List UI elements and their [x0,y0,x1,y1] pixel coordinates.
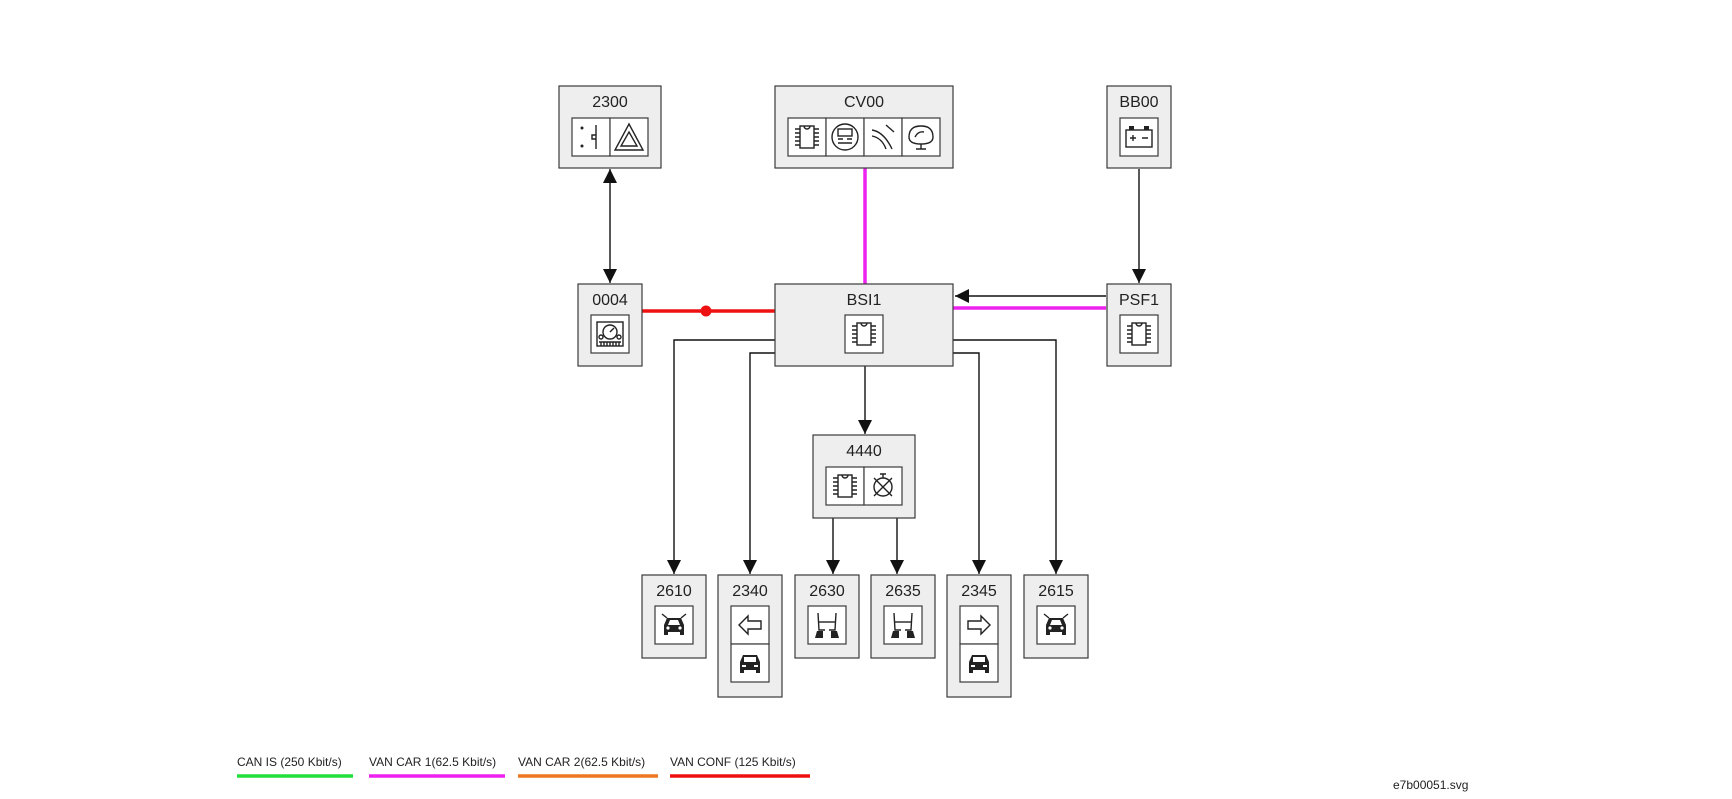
node-2300-label: 2300 [592,94,628,111]
node-bb00-label: BB00 [1119,94,1158,111]
wire-bsi1-2615 [952,339,1063,574]
wire-bsi1-2345 [952,352,986,574]
node-2630-label: 2630 [809,583,845,600]
legend-label-van-conf: VAN CONF (125 Kbit/s) [670,755,796,769]
wire-bsi1-2340 [743,352,775,574]
node-cv00-label: CV00 [844,94,884,111]
node-2610: 2610 [641,574,707,659]
node-psf1: PSF1 [1106,283,1172,367]
legend-label-van-car2: VAN CAR 2(62.5 Kbit/s) [518,755,645,769]
node-psf1-label: PSF1 [1119,292,1159,309]
node-2615-label: 2615 [1038,583,1074,600]
legend-item-van-car1: VAN CAR 1(62.5 Kbit/s) [369,755,505,778]
node-0004-label: 0004 [592,292,628,309]
legend-label-can-is: CAN IS (250 Kbit/s) [237,755,342,769]
node-cv00: CV00 [774,85,954,169]
node-0004: 0004 [577,283,643,367]
file-name-label: e7b00051.svg [1393,778,1468,792]
node-2345-label: 2345 [961,583,997,600]
node-2635: 2635 [870,574,936,659]
node-2300: 2300 [558,85,662,169]
van-conf-junction-dot [700,305,712,317]
node-2635-label: 2635 [885,583,921,600]
legend-item-can-is: CAN IS (250 Kbit/s) [237,755,353,778]
node-2345: 2345 [946,574,1012,698]
node-2340-label: 2340 [732,583,768,600]
node-4440: 4440 [812,434,916,519]
legend: CAN IS (250 Kbit/s) VAN CAR 1(62.5 Kbit/… [237,755,810,778]
node-4440-label: 4440 [846,443,882,460]
node-2615: 2615 [1023,574,1089,659]
wire-bsi1-2610 [667,339,775,574]
node-2630: 2630 [794,574,860,659]
legend-label-van-car1: VAN CAR 1(62.5 Kbit/s) [369,755,496,769]
node-bsi1: BSI1 [774,283,954,367]
node-bb00: BB00 [1106,85,1172,169]
legend-item-van-car2: VAN CAR 2(62.5 Kbit/s) [518,755,658,778]
node-2340: 2340 [717,574,783,698]
node-2610-label: 2610 [656,583,692,600]
legend-item-van-conf: VAN CONF (125 Kbit/s) [670,755,810,778]
node-bsi1-label: BSI1 [847,292,882,309]
